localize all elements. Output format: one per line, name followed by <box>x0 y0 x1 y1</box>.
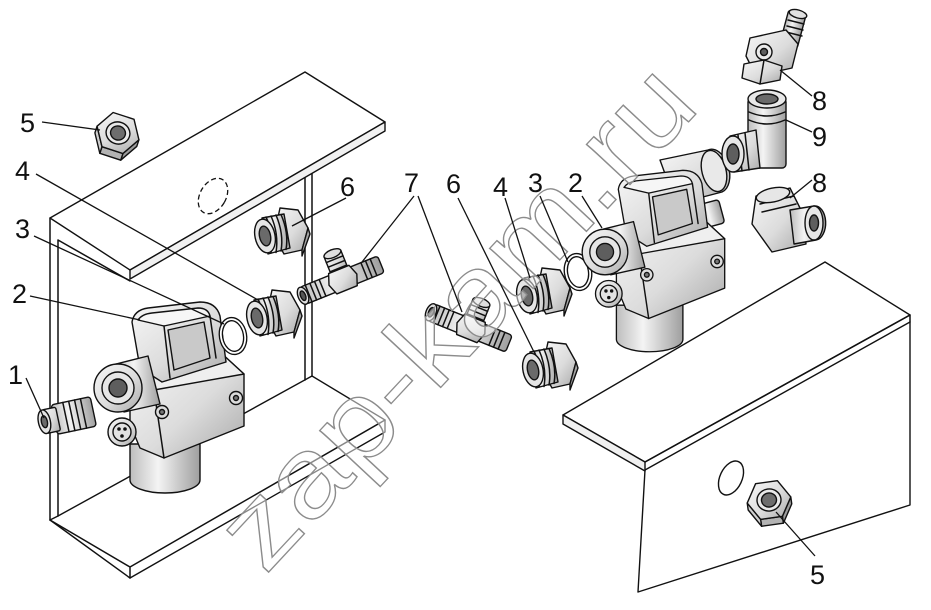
callout-6-left: 6 <box>340 172 355 202</box>
callout-1: 1 <box>8 360 23 390</box>
leader-8-top <box>779 69 813 97</box>
nipple-6-left <box>250 207 311 257</box>
callout-2-left: 2 <box>12 279 27 309</box>
tee-fitting-9 <box>721 89 787 173</box>
leader-6-right <box>457 197 535 353</box>
left-bracket-side-plate <box>49 217 131 521</box>
right-bracket-front-edge <box>644 314 911 463</box>
right-bracket <box>562 261 911 593</box>
leader-lines <box>25 69 816 557</box>
callout-8-top: 8 <box>812 86 827 116</box>
leader-7-left <box>361 195 415 263</box>
leader-8-bottom <box>789 179 813 199</box>
callout-6-right: 6 <box>446 169 461 199</box>
right-bracket-hole <box>717 460 745 496</box>
callout-7: 7 <box>404 168 419 198</box>
callout-4-left: 4 <box>15 156 30 186</box>
leader-4-left <box>35 173 259 301</box>
callouts: 5 4 3 2 1 6 7 6 4 3 2 8 9 8 5 <box>8 86 827 590</box>
callout-8-bottom: 8 <box>812 168 827 198</box>
left-bracket-bottom-edge <box>49 419 386 579</box>
left-bracket-hole <box>197 177 229 215</box>
callout-4-right: 4 <box>493 172 508 202</box>
callout-9: 9 <box>812 122 827 152</box>
right-bracket-vertical-plate <box>637 321 911 593</box>
elbow-fitting-8-bottom <box>751 186 827 253</box>
left-bracket <box>49 71 386 579</box>
nipple-6-right <box>518 341 579 391</box>
callout-3-left: 3 <box>15 214 30 244</box>
leader-2-right <box>581 195 603 229</box>
left-bracket-back-edge <box>304 171 313 381</box>
leader-3-right <box>539 195 569 263</box>
callout-5-right: 5 <box>810 560 825 590</box>
leader-9 <box>785 119 813 133</box>
nut-5-left <box>88 108 146 165</box>
left-bracket-top-flange <box>49 71 386 271</box>
elbow-fitting-8-top <box>741 8 808 85</box>
leader-3-left <box>33 235 225 325</box>
callout-5-left: 5 <box>20 108 35 138</box>
leader-5-left <box>41 121 101 131</box>
leader-2-left <box>29 295 141 321</box>
callout-2-right: 2 <box>568 168 583 198</box>
callout-3-right: 3 <box>528 168 543 198</box>
right-bracket-flange-edge <box>562 414 646 472</box>
leader-7-right <box>417 195 463 313</box>
leader-5-right <box>775 511 816 557</box>
leader-6-left <box>291 197 347 227</box>
leader-1 <box>25 377 45 419</box>
leader-4-right <box>504 197 531 279</box>
left-bracket-top-flange-edge <box>129 121 386 280</box>
fitting-1 <box>37 396 97 435</box>
